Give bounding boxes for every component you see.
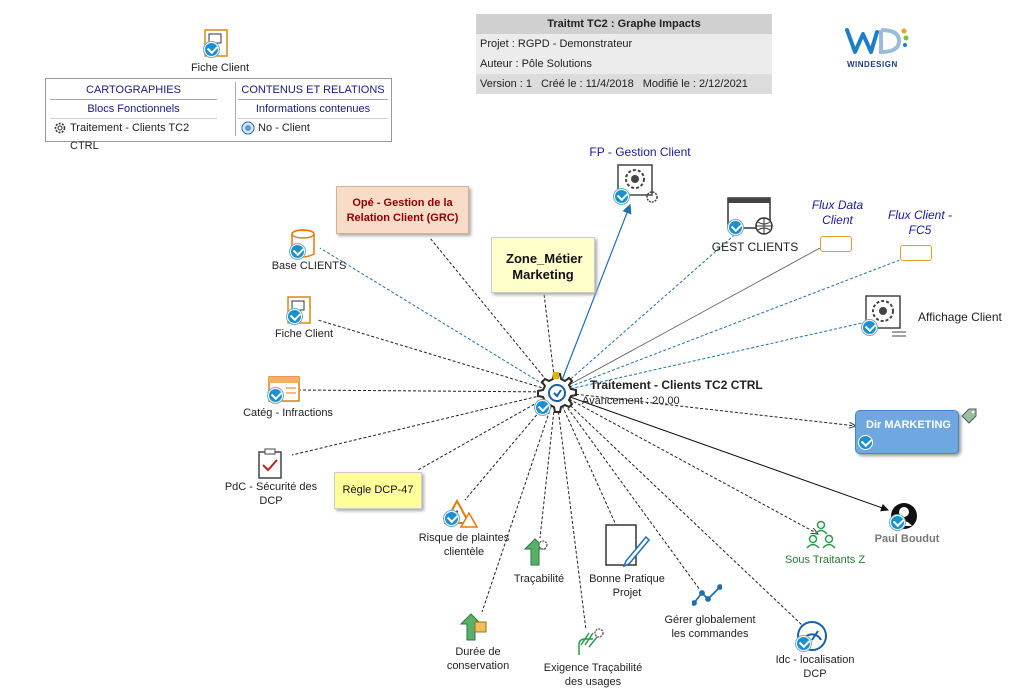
- bonne-pratique-label: Bonne Pratique Projet: [589, 573, 665, 599]
- paul-boudut-avatar[interactable]: [890, 502, 918, 530]
- pdc-label: PdC - Sécurité des DCP: [224, 481, 318, 507]
- windesign-logo: WINDESIGN: [843, 22, 913, 72]
- edge-fp-gestion: [561, 203, 632, 381]
- flux-client-icon[interactable]: [900, 245, 932, 261]
- edge-idc: [555, 391, 803, 626]
- category-window-icon[interactable]: [268, 376, 300, 404]
- dir-marketing-label: Dir MARKETING: [866, 419, 951, 431]
- fiche-client-label: Fiche Client: [274, 328, 334, 340]
- legend-divider: [235, 82, 236, 136]
- sous-traitants-label: Sous Traitants Z: [784, 554, 866, 566]
- gerer-commandes-label: Gérer globalement les commandes: [664, 614, 756, 640]
- arrow-up-doc-icon[interactable]: [459, 612, 488, 642]
- legend-panel: CARTOGRAPHIES Blocs Fonctionnels Traitem…: [45, 78, 392, 152]
- categ-label: Catég - Infractions: [243, 407, 333, 419]
- tracabilite-label: Traçabilité: [513, 573, 565, 585]
- header-created: Créé le : 11/4/2018: [540, 78, 634, 90]
- gest-clients-icon[interactable]: [726, 196, 774, 236]
- edge-paul: [555, 391, 889, 512]
- edge-exigence: [555, 391, 587, 631]
- affichage-client-icon[interactable]: [862, 292, 908, 338]
- fiche-client-icon[interactable]: [287, 296, 311, 324]
- header-modified: Modifié le : 2/12/2021: [642, 78, 748, 90]
- center-title: Traitement - Clients TC2 CTRL: [590, 378, 763, 392]
- edge-tracabilite: [539, 391, 557, 539]
- edge-fiche: [317, 319, 557, 393]
- header-version-row: Version : 1 Créé le : 11/4/2018 Modifié …: [476, 74, 772, 94]
- duree-label: Durée de conservation: [446, 646, 510, 672]
- database-icon[interactable]: [290, 228, 316, 260]
- edge-affichage: [555, 322, 863, 393]
- edge-ope: [429, 237, 557, 393]
- edge-flux-data: [555, 247, 821, 393]
- edge-duree: [481, 391, 557, 613]
- header-projet: Projet : RGPD - Demonstrateur: [476, 34, 772, 54]
- flux-data-label: Flux Data Client: [811, 198, 864, 227]
- fp-gestion-icon[interactable]: [614, 161, 660, 207]
- warning-icon[interactable]: !: [443, 498, 479, 529]
- clipboard-check-icon[interactable]: [256, 448, 284, 480]
- document-pen-icon[interactable]: [604, 523, 651, 569]
- arrow-up-gear-icon[interactable]: [523, 537, 550, 567]
- base-clients-label: Base CLIENTS: [271, 260, 347, 272]
- center-gear-icon[interactable]: [533, 370, 579, 416]
- note-zone-metier[interactable]: Zone_Métier Marketing: [491, 237, 595, 293]
- gear-icon: [54, 122, 66, 134]
- tag-icon: [961, 408, 977, 424]
- edge-regle: [417, 391, 557, 471]
- circle-target-icon: [241, 121, 255, 135]
- edge-categ: [299, 389, 557, 393]
- edge-flux-client: [555, 257, 906, 393]
- trend-line-icon[interactable]: [691, 583, 723, 607]
- diagram-title: Traitmt TC2 : Graphe Impacts: [476, 14, 772, 34]
- note-regle-dcp-text: Règle DCP-47: [342, 484, 414, 496]
- idc-label: Idc - localisation DCP: [775, 654, 855, 680]
- edge-gerer: [555, 391, 701, 591]
- flux-client-label: Flux Client - FC5: [887, 208, 952, 237]
- idc-gauge-icon[interactable]: [796, 620, 828, 652]
- legend-right-item-label: No - Client: [258, 122, 310, 134]
- note-zone-metier-text: Zone_Métier Marketing: [506, 251, 583, 282]
- legend-right-header: CONTENUS ET RELATIONS: [238, 82, 388, 100]
- logo-text: WINDESIGN: [847, 60, 898, 69]
- center-progress: Avancement : 20,00: [582, 395, 680, 407]
- risque-label: Risque de plaintes clientèle: [418, 532, 510, 558]
- edge-pdc: [291, 391, 557, 456]
- legend-left-header: CARTOGRAPHIES: [50, 82, 217, 100]
- legend-right-item[interactable]: No - Client: [238, 119, 388, 137]
- edge-base-clients: [319, 247, 557, 393]
- header-auteur: Auteur : Pôle Solutions: [476, 54, 772, 74]
- note-ope-grc[interactable]: Opé - Gestion de la Relation Client (GRC…: [336, 186, 469, 234]
- gest-clients-label: GEST CLIENTS: [711, 240, 799, 254]
- note-regle-dcp[interactable]: Règle DCP-47: [334, 472, 422, 509]
- edge-sous-traitants: [555, 391, 818, 534]
- legend-left-item-label: Traitement - Clients TC2 CTRL: [70, 122, 190, 152]
- sous-traitants-icon[interactable]: [806, 520, 836, 552]
- affichage-client-label: Affichage Client: [918, 310, 1002, 324]
- exigence-label: Exigence Traçabilité des usages: [543, 662, 643, 688]
- fiche-client-top-icon[interactable]: [204, 29, 228, 57]
- diagram-header: Traitmt TC2 : Graphe Impacts Projet : RG…: [476, 14, 772, 94]
- paul-boudut-label: Paul Boudut: [874, 533, 940, 545]
- edge-risque: [464, 391, 557, 501]
- header-version: Version : 1: [480, 78, 532, 90]
- fp-gestion-label: FP - Gestion Client: [589, 145, 691, 159]
- dir-marketing-box[interactable]: Dir MARKETING: [855, 410, 959, 454]
- note-ope-grc-text: Opé - Gestion de la Relation Client (GRC…: [346, 197, 459, 224]
- legend-left-item[interactable]: Traitement - Clients TC2 CTRL: [50, 119, 217, 152]
- edge-dir-marketing: [555, 391, 856, 426]
- flux-data-icon[interactable]: [820, 236, 852, 252]
- legend-right-subheader: Informations contenues: [238, 100, 388, 119]
- edge-gest-clients: [555, 229, 741, 393]
- legend-left-subheader: Blocs Fonctionnels: [50, 100, 217, 119]
- logo-mark-icon: [845, 28, 909, 55]
- hand-gear-icon[interactable]: [575, 625, 607, 659]
- fiche-client-top-label: Fiche Client: [190, 62, 250, 74]
- edge-bonne: [555, 391, 617, 526]
